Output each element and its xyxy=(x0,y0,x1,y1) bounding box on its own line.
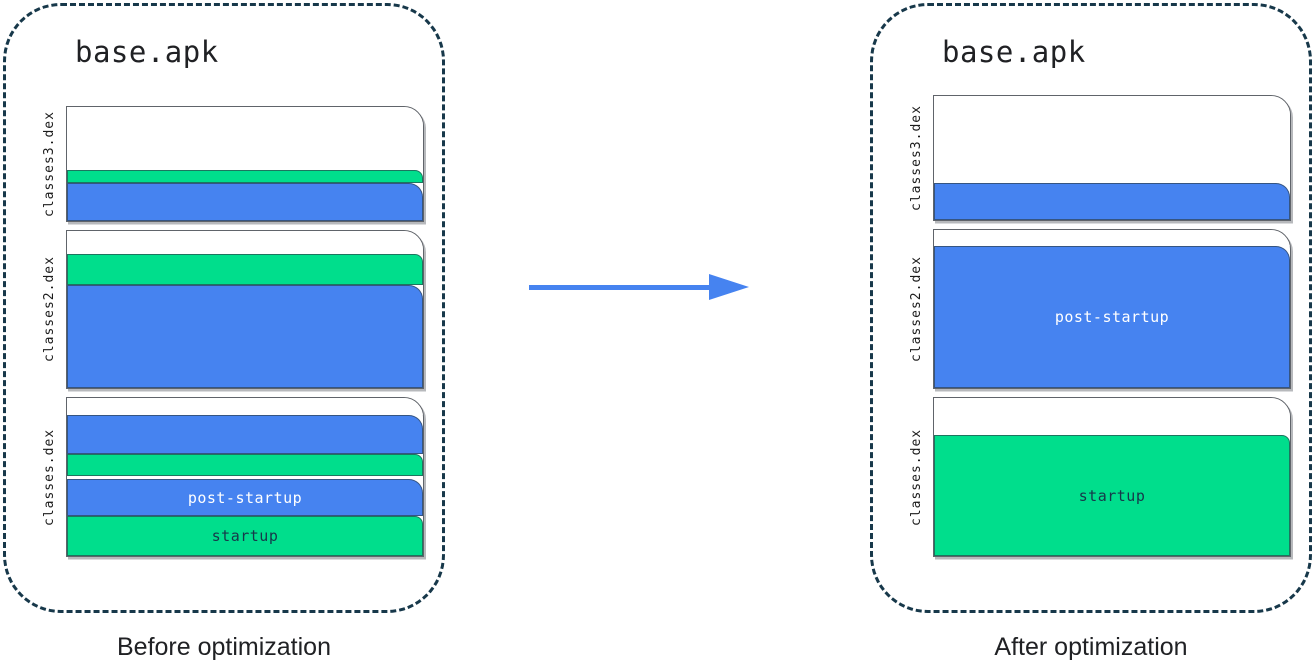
dex-file-stack: classes3.dex classes2.dex post-startup c… xyxy=(900,95,1291,557)
dex-page: post-startup xyxy=(933,229,1291,389)
arrow-head-icon xyxy=(709,274,749,300)
segment-blue xyxy=(934,183,1290,220)
segment-unused xyxy=(934,230,1290,246)
apk-dashed-outline xyxy=(3,3,445,613)
segment-unused xyxy=(67,398,423,415)
panel-caption-before: Before optimization xyxy=(116,633,331,661)
file-name-label: classes2.dex xyxy=(42,256,57,363)
dex-page: startup xyxy=(933,397,1291,557)
file-row-classes-dex: classes.dex post-startup startup xyxy=(33,397,424,557)
dex-page xyxy=(66,230,424,389)
segment-green xyxy=(67,454,423,476)
segment-unused xyxy=(67,231,423,254)
file-name-label: classes2.dex xyxy=(909,256,924,362)
dex-page: post-startup startup xyxy=(66,397,424,557)
dex-page xyxy=(933,95,1291,221)
file-name-label: classes.dex xyxy=(42,428,57,526)
segment-blue xyxy=(67,183,423,221)
apk-title: base.apk xyxy=(942,35,1086,69)
segment-unused xyxy=(67,107,423,170)
file-name-label: classes3.dex xyxy=(42,111,57,217)
segment-unused xyxy=(934,96,1290,183)
segment-blue xyxy=(67,415,423,454)
dex-file-stack: classes3.dex classes2.dex classes.dex xyxy=(33,106,424,557)
apk-dashed-outline xyxy=(870,3,1312,613)
segment-blue xyxy=(67,285,423,388)
file-name-label: classes.dex xyxy=(909,428,924,526)
dex-page xyxy=(66,106,424,222)
segment-startup: startup xyxy=(934,435,1290,556)
file-row-classes3-dex: classes3.dex xyxy=(33,106,424,222)
file-row-classes-dex: classes.dex startup xyxy=(900,397,1291,557)
segment-green xyxy=(67,254,423,285)
segment-unused xyxy=(934,398,1290,435)
file-row-classes2-dex: classes2.dex post-startup xyxy=(900,229,1291,389)
file-name-label: classes3.dex xyxy=(909,105,924,211)
segment-post-startup: post-startup xyxy=(934,246,1290,388)
arrow-shaft xyxy=(529,285,710,290)
apk-title: base.apk xyxy=(75,35,219,69)
segment-startup: startup xyxy=(67,516,423,556)
segment-post-startup: post-startup xyxy=(67,479,423,516)
file-row-classes2-dex: classes2.dex xyxy=(33,230,424,389)
panel-caption-after: After optimization xyxy=(994,633,1188,661)
file-row-classes3-dex: classes3.dex xyxy=(900,95,1291,221)
segment-green xyxy=(67,170,423,183)
panel-after: base.apk classes3.dex classes2.dex post-… xyxy=(870,3,1312,661)
panel-before: base.apk classes3.dex classes2.dex xyxy=(3,3,445,661)
